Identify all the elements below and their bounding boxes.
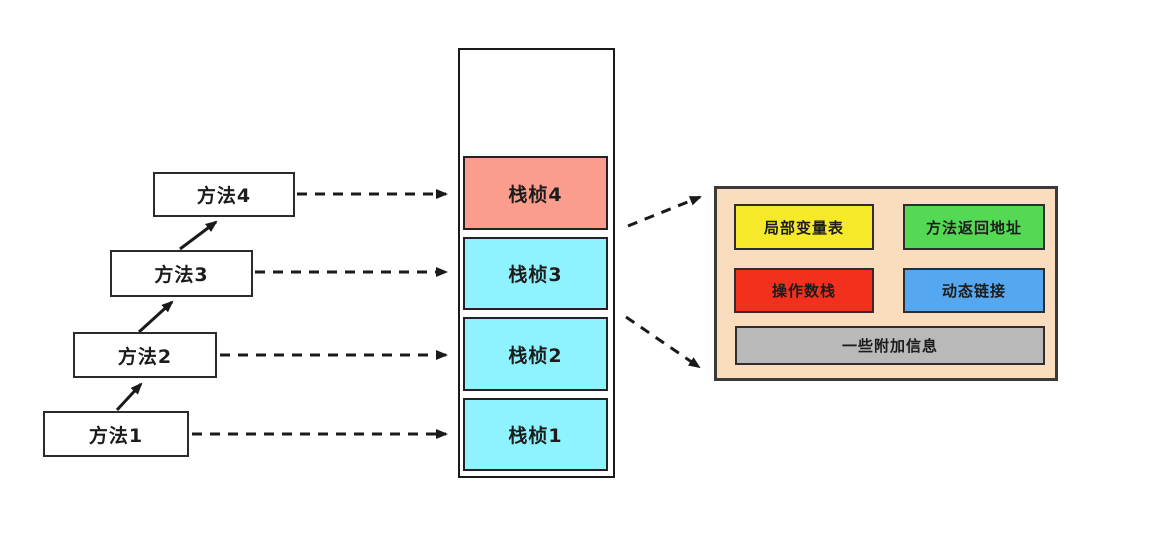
local-variable-table-cell: 局部变量表	[734, 204, 874, 250]
method-label: 方法2	[117, 345, 173, 368]
stack-frame-label: 栈桢3	[508, 264, 563, 286]
detail-cell-label: 方法返回地址	[925, 218, 1022, 237]
method-label: 方法4	[196, 185, 252, 207]
detail-cell-label: 操作数栈	[771, 282, 836, 300]
arrow-stack-to-detail-top	[627, 195, 702, 228]
arrow-method3-to-method4	[179, 220, 218, 251]
method-box-3: 方法3	[110, 250, 253, 297]
method-box-1: 方法1	[43, 411, 189, 457]
detail-cell-label: 局部变量表	[763, 218, 844, 237]
method-return-address-cell: 方法返回地址	[903, 204, 1045, 250]
arrow-method1-to-method2	[115, 382, 143, 412]
arrow-stack-to-detail-bottom	[625, 315, 701, 369]
operand-stack-cell: 操作数栈	[734, 268, 874, 313]
dynamic-linking-cell: 动态链接	[903, 268, 1045, 313]
detail-cell-label: 动态链接	[941, 282, 1006, 300]
frame-detail-panel: 局部变量表 方法返回地址 操作数栈 动态链接 一些附加信息	[714, 186, 1058, 381]
method-label: 方法3	[154, 264, 209, 286]
stack-frame-label: 栈桢4	[508, 183, 563, 206]
stack-frame-4: 栈桢4	[463, 156, 608, 230]
stack-frame-2: 栈桢2	[463, 317, 608, 391]
stack-frame-label: 栈桢2	[508, 344, 563, 367]
stack-frame-3: 栈桢3	[463, 237, 608, 310]
method-box-4: 方法4	[153, 172, 295, 217]
method-box-2: 方法2	[73, 332, 217, 378]
arrow-method2-to-method3	[137, 300, 174, 334]
method-label: 方法1	[88, 424, 144, 447]
additional-info-cell: 一些附加信息	[735, 326, 1045, 365]
stack-frame-1: 栈桢1	[463, 398, 608, 471]
detail-cell-label: 一些附加信息	[841, 337, 938, 355]
stack-frame-label: 栈桢1	[508, 425, 563, 447]
